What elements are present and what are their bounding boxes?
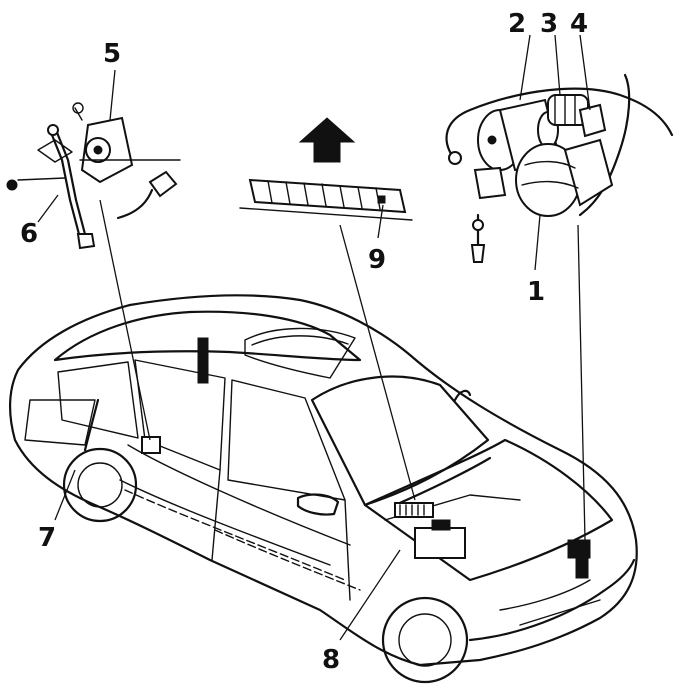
component-6-linkage-rod — [6, 124, 181, 250]
callout-labels: 2 3 4 5 6 9 1 7 8 — [20, 9, 588, 675]
callout-2: 2 — [508, 9, 526, 39]
callout-6: 6 — [20, 219, 38, 249]
leader-lines — [37, 34, 591, 641]
callout-9: 9 — [368, 245, 386, 275]
callout-4: 4 — [570, 9, 588, 39]
component-1-4-compressor-assembly — [445, 73, 674, 541]
callout-8: 8 — [322, 645, 340, 675]
up-arrow-icon — [298, 117, 356, 163]
car-illustration — [8, 294, 638, 684]
callout-7: 7 — [38, 523, 56, 553]
callout-1: 1 — [527, 277, 545, 307]
callout-5: 5 — [103, 39, 121, 69]
callout-3: 3 — [540, 9, 558, 39]
component-5-level-sensor — [72, 102, 178, 220]
component-9-control-strip — [239, 178, 413, 221]
